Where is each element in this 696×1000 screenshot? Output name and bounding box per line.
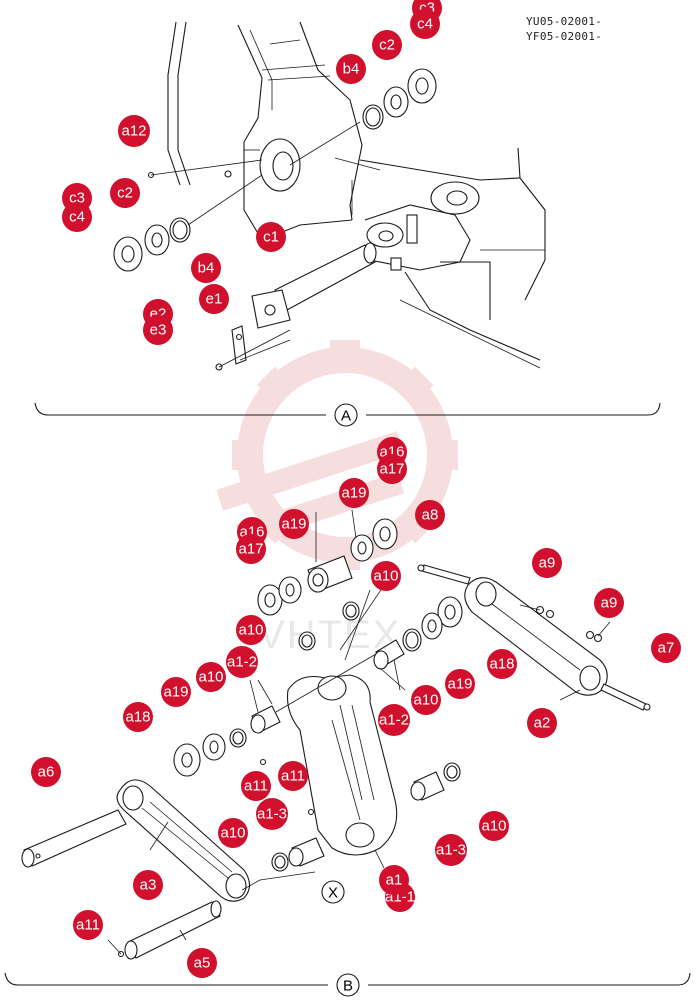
svg-text:a2: a2 <box>534 715 551 732</box>
svg-text:c2: c2 <box>379 37 395 54</box>
svg-text:a9: a9 <box>539 555 556 572</box>
callout-e1[interactable]: e1 <box>199 284 229 314</box>
callout-a10-left[interactable]: a10 <box>236 615 266 645</box>
callout-a18-left[interactable]: a18 <box>123 702 153 732</box>
callout-a12[interactable]: a12 <box>118 115 150 147</box>
callout-c1[interactable]: c1 <box>256 222 286 252</box>
svg-text:e3: e3 <box>150 322 167 339</box>
callout-a7[interactable]: a7 <box>651 633 681 663</box>
serial-number-2: YF05-02001- <box>526 30 603 43</box>
callout-a11-mid[interactable]: a11 <box>241 771 271 801</box>
callout-c2-top[interactable]: c2 <box>372 30 402 60</box>
svg-text:c3: c3 <box>69 190 85 207</box>
svg-text:c2: c2 <box>117 185 133 202</box>
callout-a11-lower[interactable]: a11 <box>73 910 103 940</box>
svg-text:a17: a17 <box>238 541 263 558</box>
callout-a10-lower-right[interactable]: a10 <box>479 811 509 841</box>
callout-a19-left[interactable]: a19 <box>279 509 309 539</box>
callout-e3[interactable]: e3 <box>143 315 173 345</box>
callout-a6[interactable]: a6 <box>31 757 61 787</box>
svg-text:a1-3: a1-3 <box>257 806 287 823</box>
callout-a1-3-left[interactable]: a1-3 <box>256 798 288 830</box>
callout-a5[interactable]: a5 <box>187 948 217 978</box>
callout-a1-3-right[interactable]: a1-3 <box>435 834 467 866</box>
callout-a10-right[interactable]: a10 <box>411 685 441 715</box>
svg-text:a1: a1 <box>386 872 403 889</box>
callout-a2[interactable]: a2 <box>527 708 557 738</box>
callout-a19-lower[interactable]: a19 <box>445 669 475 699</box>
section-b-bracket <box>4 972 691 986</box>
svg-text:a19: a19 <box>341 485 366 502</box>
svg-text:a18: a18 <box>489 656 514 673</box>
callout-a17-top[interactable]: a17 <box>377 454 407 484</box>
callout-a1-2-right[interactable]: a1-2 <box>378 704 410 736</box>
svg-text:c4: c4 <box>69 209 85 226</box>
callout-c4-top[interactable]: c4 <box>410 9 440 39</box>
callout-a9-right[interactable]: a9 <box>594 588 624 618</box>
svg-text:a19: a19 <box>281 516 306 533</box>
svg-text:a9: a9 <box>601 595 618 612</box>
svg-text:a10: a10 <box>238 622 263 639</box>
callout-a19-mid[interactable]: a19 <box>161 677 191 707</box>
svg-text:a8: a8 <box>422 507 439 524</box>
svg-text:b4: b4 <box>343 61 360 78</box>
section-a-marker <box>334 403 358 427</box>
svg-text:a12: a12 <box>121 123 146 140</box>
svg-text:a3: a3 <box>140 877 157 894</box>
section-a-bracket <box>34 402 661 416</box>
svg-text:c4: c4 <box>417 16 433 33</box>
svg-text:a18: a18 <box>125 709 150 726</box>
svg-text:a17: a17 <box>379 461 404 478</box>
callout-a10-upper[interactable]: a10 <box>371 561 401 591</box>
svg-text:a1-3: a1-3 <box>436 842 466 859</box>
detail-x-marker <box>321 880 345 904</box>
callout-a10-lower-left[interactable]: a10 <box>218 818 248 848</box>
callout-a8[interactable]: a8 <box>415 500 445 530</box>
serial-number-1: YU05-02001- <box>526 15 603 28</box>
svg-text:a10: a10 <box>220 825 245 842</box>
svg-text:a5: a5 <box>194 955 211 972</box>
svg-text:a10: a10 <box>481 818 506 835</box>
callout-a1-2-left[interactable]: a1-2 <box>226 646 258 678</box>
svg-text:a19: a19 <box>163 684 188 701</box>
callout-c2-left[interactable]: c2 <box>110 178 140 208</box>
section-b-label: B <box>343 978 353 995</box>
svg-text:a6: a6 <box>38 764 55 781</box>
detail-x-label: X <box>328 885 338 902</box>
svg-text:a10: a10 <box>373 568 398 585</box>
callout-a3[interactable]: a3 <box>133 870 163 900</box>
callout-a1[interactable]: a1 <box>379 865 409 895</box>
svg-text:c1: c1 <box>263 229 279 246</box>
section-a-label: A <box>341 408 351 425</box>
section-b-drawing <box>21 509 651 960</box>
callout-a17-left[interactable]: a17 <box>236 534 266 564</box>
svg-text:e1: e1 <box>206 291 223 308</box>
svg-text:a19: a19 <box>447 676 472 693</box>
svg-text:a11: a11 <box>76 917 100 934</box>
callout-c4-left[interactable]: c4 <box>62 202 92 232</box>
section-a-drawing <box>113 21 546 371</box>
svg-text:a1-2: a1-2 <box>227 654 257 671</box>
section-b-marker <box>336 973 360 997</box>
callout-a19-top[interactable]: a19 <box>339 478 369 508</box>
svg-text:a10: a10 <box>198 669 223 686</box>
callout-b4-top[interactable]: b4 <box>336 54 366 84</box>
callout-a18-right[interactable]: a18 <box>487 649 517 679</box>
svg-text:a11: a11 <box>244 778 268 795</box>
callout-a11-upper[interactable]: a11 <box>278 761 308 791</box>
callout-b4-left[interactable]: b4 <box>191 253 221 283</box>
svg-text:a1-2: a1-2 <box>379 712 409 729</box>
callout-a9-left[interactable]: a9 <box>532 548 562 578</box>
svg-text:a11: a11 <box>281 768 305 785</box>
callout-a10-mid[interactable]: a10 <box>196 662 226 692</box>
watermark-text: VHTEX <box>258 613 401 657</box>
svg-text:b4: b4 <box>198 260 215 277</box>
svg-text:a7: a7 <box>658 640 675 657</box>
svg-text:a10: a10 <box>413 692 438 709</box>
